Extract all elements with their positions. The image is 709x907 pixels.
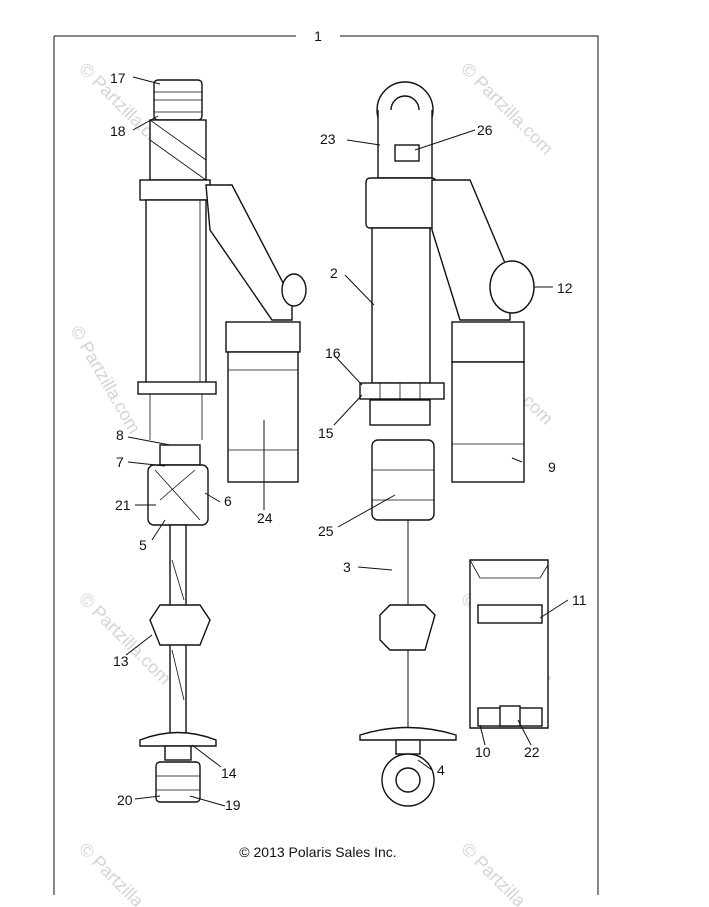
adjuster-knob-12 xyxy=(489,260,535,314)
callout-5: 5 xyxy=(139,537,147,553)
watermark-small-7: © Partzilla.com xyxy=(457,839,557,907)
callout-11: 11 xyxy=(572,592,587,608)
callout-9: 9 xyxy=(548,459,556,475)
preload-ring-15 xyxy=(369,399,431,426)
label-26 xyxy=(394,144,420,162)
piston-upper xyxy=(159,444,201,466)
callout-7: 7 xyxy=(116,454,124,470)
callout-12: 12 xyxy=(557,280,573,296)
right-shock-exterior xyxy=(359,81,535,807)
lower-spring-seat xyxy=(139,731,217,747)
leader-lines xyxy=(125,76,569,807)
lower-eyelet-bushing xyxy=(395,767,421,793)
shock-body-2 xyxy=(371,227,431,384)
adjuster-knob-left xyxy=(281,273,307,307)
shaft-end xyxy=(164,745,192,761)
watermark-main: © Partzilla.com xyxy=(67,322,145,437)
reservoir-section-inset xyxy=(469,559,549,729)
reservoir-can-24 xyxy=(227,351,299,483)
callout-labels: 17 18 23 26 2 12 16 15 8 7 21 6 5 24 9 2… xyxy=(110,70,587,813)
callout-16: 16 xyxy=(325,345,341,361)
callout-23: 23 xyxy=(320,131,336,147)
floating-piston-11 xyxy=(477,604,543,624)
callout-19: 19 xyxy=(225,797,241,813)
callout-4: 4 xyxy=(437,762,445,778)
shock-body-left xyxy=(145,199,207,391)
callout-8: 8 xyxy=(116,427,124,443)
callout-13: 13 xyxy=(113,653,129,669)
callout-10: 10 xyxy=(475,744,491,760)
callout-14: 14 xyxy=(221,765,237,781)
lower-seat-right xyxy=(359,726,457,741)
copyright-notice: © 2013 Polaris Sales Inc. xyxy=(239,844,396,860)
reservoir-section-body xyxy=(469,559,549,729)
callout-2: 2 xyxy=(330,265,338,281)
left-shock-section xyxy=(137,79,307,803)
bump-stop-13 xyxy=(149,604,211,646)
callout-22: 22 xyxy=(524,744,540,760)
frame-label: 1 xyxy=(314,28,322,44)
callout-21: 21 xyxy=(115,497,131,513)
reservoir-cap-right xyxy=(451,321,525,363)
bump-stop-right xyxy=(379,604,436,651)
reservoir-cap-left xyxy=(225,321,301,353)
upper-body-right xyxy=(365,177,437,229)
reservoir-arm-left xyxy=(205,184,293,321)
top-mount-right xyxy=(377,110,433,179)
spring-seat-left xyxy=(137,381,217,395)
callout-3: 3 xyxy=(343,559,351,575)
callout-25: 25 xyxy=(318,523,334,539)
valve-22 xyxy=(499,705,521,727)
callout-18: 18 xyxy=(110,123,126,139)
watermark-small-6: © Partzilla.com xyxy=(75,839,175,907)
callout-15: 15 xyxy=(318,425,334,441)
diagram-frame: 1 xyxy=(53,28,599,895)
watermark-small-2: © Partzilla.com xyxy=(457,59,557,159)
callout-20: 20 xyxy=(117,792,133,808)
reservoir-can-9 xyxy=(451,361,525,483)
callout-26: 26 xyxy=(477,122,493,138)
top-mount-body xyxy=(149,119,207,181)
lower-stem-right xyxy=(395,739,421,755)
callout-17: 17 xyxy=(110,70,126,86)
reservoir-collar xyxy=(139,179,211,201)
lower-eyelet-left xyxy=(155,761,201,803)
callout-6: 6 xyxy=(224,493,232,509)
spring-seat-16 xyxy=(359,382,445,400)
bumper-25 xyxy=(371,439,435,521)
callout-24: 24 xyxy=(257,510,273,526)
